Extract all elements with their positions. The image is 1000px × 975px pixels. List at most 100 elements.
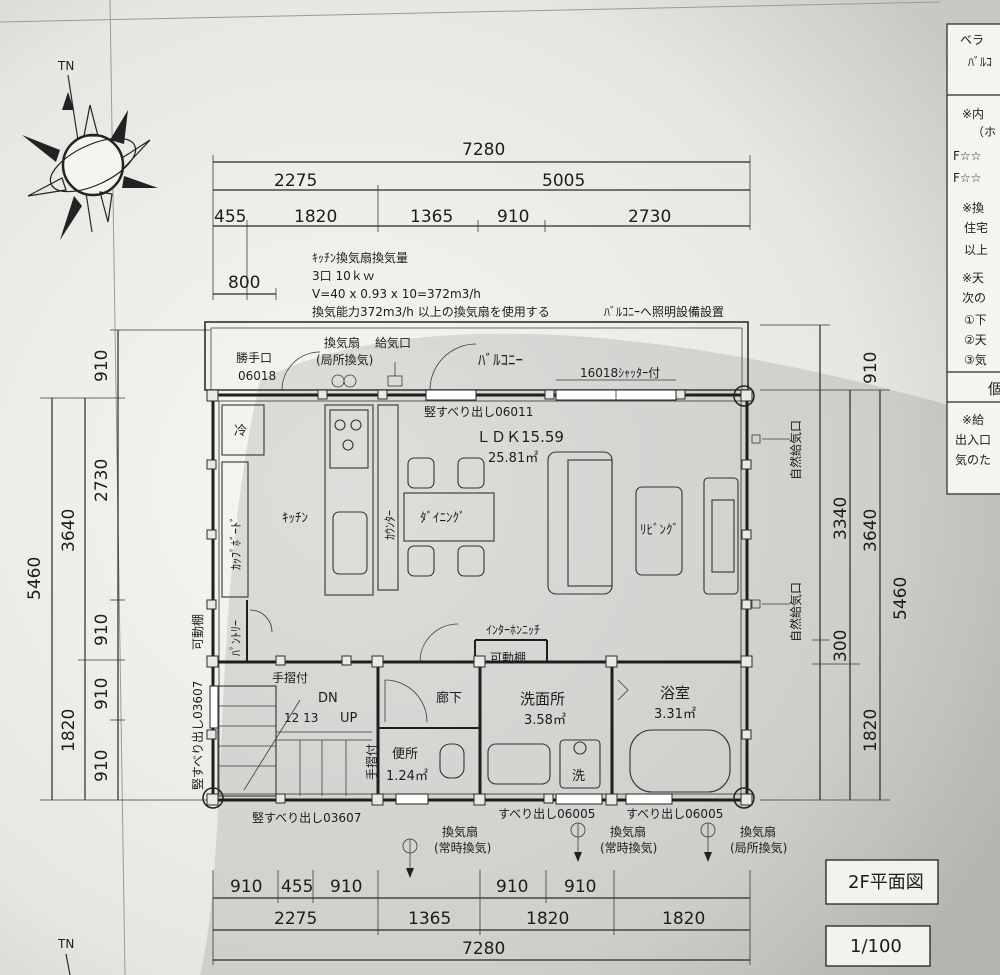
dim-left-910-a: 910 xyxy=(92,350,112,382)
ldk-name: ＬＤＫ15.59 xyxy=(476,428,564,446)
natural-intake-label-1: 自然給気口 xyxy=(788,420,803,480)
washroom-area-value: 3.58㎡ xyxy=(524,713,566,728)
fold-line-top xyxy=(0,1,941,23)
fan-labels: 換気扇 (常時換気) 換気扇 (常時換気) 換気扇 (局所換気) xyxy=(402,822,787,878)
dim-left-1820: 1820 xyxy=(59,709,79,752)
kitchen-area: 冷 ｶｯﾌﾟﾎﾞｰﾄﾞ ｷｯﾁﾝ ｶｳﾝﾀｰ 可動棚 ﾊﾟﾝﾄﾘｰ xyxy=(190,404,399,656)
back-door-code: 06018 xyxy=(238,369,276,383)
dim-bottom-910-b: 910 xyxy=(330,877,362,897)
note-kitchen-fan-power: 3口 10ｋｗ xyxy=(312,269,375,283)
dim-left-2730: 2730 xyxy=(92,459,112,502)
toilet-area: 便所 1.24㎡ 手摺付 xyxy=(364,743,465,784)
dim-right-300: 300 xyxy=(831,630,851,662)
building-walls xyxy=(202,385,755,809)
shutter-label: 16018ｼｬｯﾀｰ付 xyxy=(580,366,660,380)
side-line-15: 個 xyxy=(988,380,1000,398)
top-windows: 竪すべり出し06011 xyxy=(281,343,677,419)
dim-left-5460: 5460 xyxy=(25,557,45,600)
stairs-area: 手摺付 DN UP 12 13 竪すべり出し03607 xyxy=(191,670,372,797)
movable-shelf-label: 可動棚 xyxy=(190,614,205,650)
toilet-label: 便所 xyxy=(392,747,418,762)
compass-rose-icon: TN xyxy=(22,59,158,240)
dim-top-910: 910 xyxy=(497,207,529,227)
balcony-label: ﾊﾞﾙｺﾆｰ xyxy=(478,351,523,369)
paper-shadow xyxy=(200,333,1000,975)
note-kitchen-fan-title: ｷｯﾁﾝ換気扇換気量 xyxy=(312,250,408,265)
washroom-area: 洗面所 3.58㎡ 洗 xyxy=(487,690,601,789)
side-line-17: 出入口 xyxy=(955,433,991,447)
kitchen-label: ｷｯﾁﾝ xyxy=(282,511,308,526)
natural-intake-label-2: 自然給気口 xyxy=(788,582,803,642)
dim-bottom-1820-b: 1820 xyxy=(662,909,705,929)
stairs-up: UP xyxy=(340,711,358,726)
note-kitchen-fan-formula: V=40 x 0.93 x 10=372m3/h xyxy=(312,287,481,301)
fan-local-sub: (局所換気) xyxy=(316,352,373,367)
side-line-12: ①下 xyxy=(964,313,987,327)
compass-north-label: TN xyxy=(57,59,74,73)
side-line-2: ﾊﾞﾙｺ xyxy=(968,55,992,69)
counter-label: ｶｳﾝﾀｰ xyxy=(383,510,397,540)
stairs-numbers: 12 13 xyxy=(284,711,318,725)
side-line-9: 以上 xyxy=(964,243,988,257)
dim-bottom-2275: 2275 xyxy=(274,909,317,929)
bath-area-value: 3.31㎡ xyxy=(654,707,696,722)
ldk-area: ＬＤＫ15.59 25.81㎡ ﾀﾞｲﾆﾝｸﾞ ﾘﾋﾞﾝｸﾞ 自然給気口 自然給… xyxy=(403,420,803,663)
dim-right-1820: 1820 xyxy=(861,709,881,752)
fan-local-b-sub: (局所換気) xyxy=(730,840,787,855)
kitchen-fan-notes: ｷｯﾁﾝ換気扇換気量 3口 10ｋｗ V=40 x 0.93 x 10=372m… xyxy=(312,250,724,319)
dim-top-2730: 2730 xyxy=(628,207,671,227)
title-block: 2F平面図 1/100 xyxy=(825,859,939,967)
pantry-label: ﾊﾟﾝﾄﾘｰ xyxy=(229,620,243,656)
left-dimensions: 5460 3640 1820 910 2730 910 910 910 xyxy=(25,329,210,801)
side-line-4: （ホ xyxy=(972,125,996,139)
side-line-7: ※換 xyxy=(962,201,984,215)
dim-bottom-455: 455 xyxy=(281,877,313,897)
dim-bottom-7280: 7280 xyxy=(462,939,505,959)
intercom-label: ｲﾝﾀｰﾎﾝﾆｯﾁ xyxy=(486,623,540,637)
window-bottom-label-1: 竪すべり出し03607 xyxy=(252,811,361,825)
side-line-5: F☆☆ xyxy=(953,149,981,163)
window-top-label: 竪すべり出し06011 xyxy=(424,405,533,419)
hallway-label: 廊下 xyxy=(436,690,462,706)
bottom-windows: 竪すべり出し03607 すべり出し06005 すべり出し06005 xyxy=(252,793,723,825)
dim-top-1820: 1820 xyxy=(294,207,337,227)
washer-label: 洗 xyxy=(572,769,585,784)
fan-local-label: 換気扇 xyxy=(324,335,360,350)
fan-cont-sub-2: (常時換気) xyxy=(600,840,657,855)
dim-top-total: 7280 xyxy=(462,140,505,160)
dim-left-910-c: 910 xyxy=(92,678,112,710)
note-kitchen-fan-capacity: 換気能力372m3/h 以上の換気扇を使用する xyxy=(312,304,550,319)
handrail-label: 手摺付 xyxy=(272,670,308,685)
intercom-niche: ｲﾝﾀｰﾎﾝﾆｯﾁ 可動棚 xyxy=(486,623,540,665)
note-balcony-lighting: ﾊﾞﾙｺﾆｰへ照明設備設置 xyxy=(604,304,724,319)
side-line-16: ※給 xyxy=(962,413,984,427)
top-dimensions: 7280 2275 5005 455 1820 1365 910 2730 80… xyxy=(212,140,751,300)
dining-label: ﾀﾞｲﾆﾝｸﾞ xyxy=(420,511,466,526)
dim-right-5460: 5460 xyxy=(891,577,911,620)
dim-right-910: 910 xyxy=(861,352,881,384)
window-bottom-label-2: すべり出し06005 xyxy=(498,807,595,821)
plan-title: 2F平面図 xyxy=(848,872,924,893)
side-line-10: ※天 xyxy=(962,271,984,285)
dim-top-800: 800 xyxy=(228,273,260,293)
dim-top-1365: 1365 xyxy=(410,207,453,227)
living-label: ﾘﾋﾞﾝｸﾞ xyxy=(640,523,679,538)
right-dimensions: 910 3340 300 1820 3640 5460 xyxy=(760,324,911,801)
bottom-dimensions: 910 455 910 910 910 2275 1365 1820 1820 … xyxy=(212,870,751,965)
fan-cont-label-2: 換気扇 xyxy=(610,824,646,839)
dim-left-910-d: 910 xyxy=(92,750,112,782)
side-line-6: F☆☆ xyxy=(953,171,981,185)
dim-right-3640: 3640 xyxy=(861,509,881,552)
plan-scale: 1/100 xyxy=(850,936,902,957)
side-line-3: ※内 xyxy=(962,107,984,121)
bath-label: 浴室 xyxy=(660,684,690,702)
ldk-area-value: 25.81㎡ xyxy=(488,451,538,466)
back-door-area: 勝手口 06018 換気扇 (局所換気) 給気口 xyxy=(236,335,411,388)
side-line-11: 次の xyxy=(962,291,986,305)
washroom-label: 洗面所 xyxy=(520,690,565,708)
fridge-label: 冷 xyxy=(234,424,247,439)
fan-local-b-label: 換気扇 xyxy=(740,824,776,839)
dim-top-455: 455 xyxy=(214,207,246,227)
side-notes-panel: ベラ ﾊﾞﾙｺ ※内 （ホ F☆☆ F☆☆ ※換 住宅 以上 ※天 次の ①下 … xyxy=(946,23,1000,495)
